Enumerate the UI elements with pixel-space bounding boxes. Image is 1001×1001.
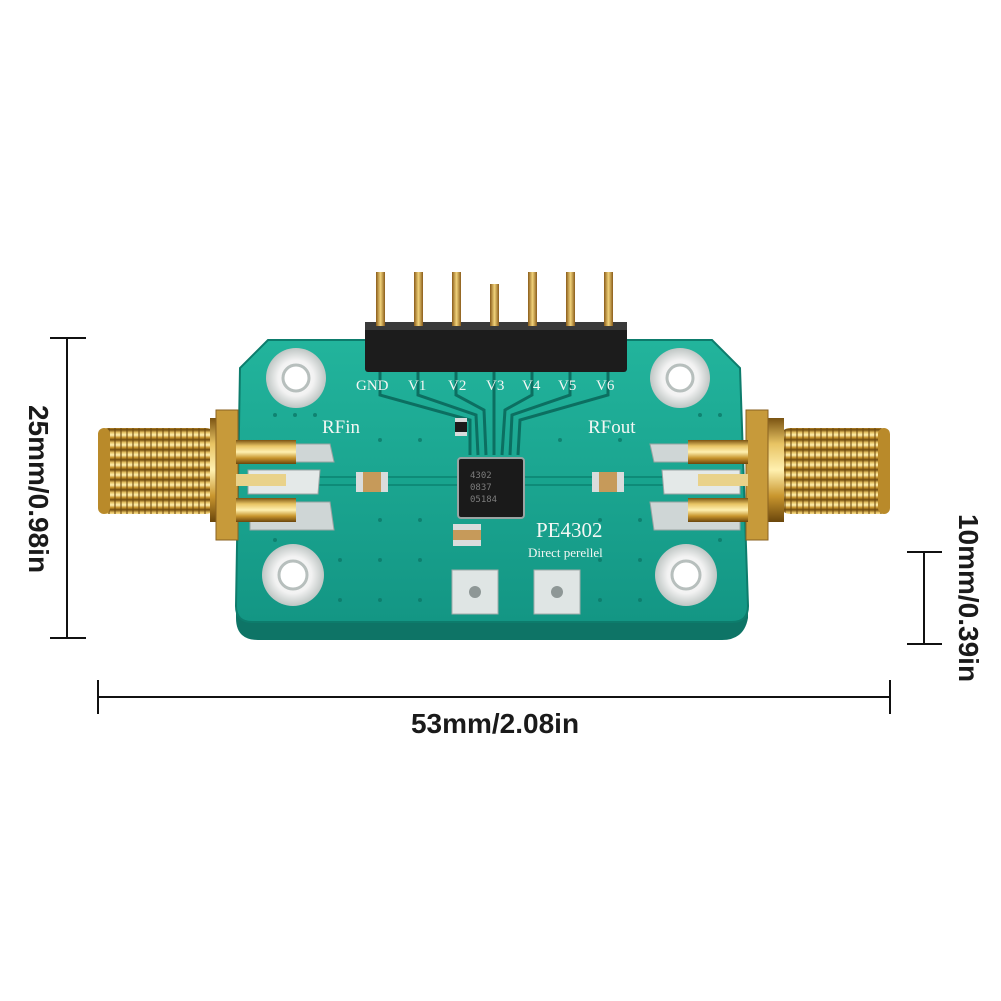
smd-resistor-small: [455, 418, 467, 436]
chip-marking-line-2: 0837: [470, 483, 492, 493]
dimension-width-line: [97, 680, 891, 714]
dimension-thickness-label: 10mm/0.39in: [953, 513, 984, 683]
smd-capacitor-bottom: [453, 524, 481, 546]
ground-pad-left: [451, 569, 499, 615]
pin-label-v5: V5: [558, 378, 576, 394]
mounting-hole-bottom-left: [262, 544, 324, 606]
pin-label-gnd: GND: [356, 378, 389, 394]
mounting-hole-top-right: [650, 348, 710, 408]
pe4302-chip: 4302 0837 05184: [457, 457, 525, 519]
pin-label-v2: V2: [448, 378, 466, 394]
pin-label-v4: V4: [522, 378, 541, 394]
rf-out-label: RFout: [588, 417, 636, 438]
sma-connector-right: [688, 409, 890, 541]
pin-header: [365, 272, 627, 372]
smd-capacitor-left: [356, 472, 388, 492]
pin-label-v6: V6: [596, 378, 615, 394]
mounting-hole-bottom-right: [655, 544, 717, 606]
sma-connector-left: [98, 409, 296, 541]
ground-pad-right: [533, 569, 581, 615]
pin-label-v1: V1: [408, 378, 426, 394]
chip-marking-line-1: 4302: [470, 471, 492, 481]
header-traces: [378, 372, 610, 456]
dimension-height-label: 25mm/0.98in: [23, 404, 54, 574]
pin-label-v3: V3: [486, 378, 504, 394]
dimension-height-line: [50, 337, 86, 639]
mounting-hole-top-left: [266, 348, 326, 408]
chip-marking-line-3: 05184: [470, 495, 497, 505]
via-dots: [273, 413, 722, 602]
pin-labels: GND V1 V2 V3 V4 V5 V6: [356, 378, 615, 394]
dimension-width-label: 53mm/2.08in: [410, 708, 580, 739]
smd-capacitor-right: [592, 472, 624, 492]
rf-in-label: RFin: [322, 417, 361, 438]
dimension-thickness-line: [907, 551, 942, 645]
board-subtitle-label: Direct perellel: [528, 545, 603, 560]
chip-name-label: PE4302: [536, 518, 603, 542]
